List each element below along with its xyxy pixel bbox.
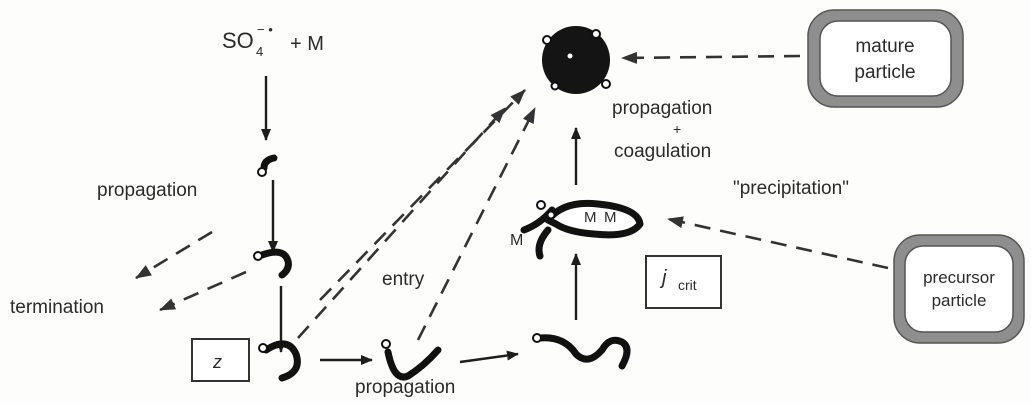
oligomer-chain-icon	[536, 334, 631, 370]
dashed-arrow-entry-3	[416, 107, 537, 341]
oligomer-chain-icon	[384, 346, 442, 381]
precursor-label-2: particle	[932, 291, 987, 310]
mature-label-2: particle	[854, 62, 915, 83]
m-left-label: M	[510, 232, 523, 249]
j-crit-box	[645, 255, 722, 309]
chain-end-icon	[257, 167, 267, 177]
propagation-coag-plus: +	[673, 121, 681, 137]
propagation-bottom-label: propagation	[355, 377, 455, 398]
reactant-superscript: − •	[257, 22, 273, 37]
precipitated-particle-icon	[520, 199, 644, 260]
precursor-particle-box: precursor particle	[893, 234, 1025, 344]
z-box	[191, 338, 250, 382]
reactant-plus-m: + M	[290, 33, 324, 55]
chain-end-icon	[258, 343, 268, 353]
dashed-arrow-precipitation	[667, 216, 889, 270]
chain-end-icon	[532, 333, 542, 343]
arrow-bottom-2	[459, 350, 519, 364]
reactant-subscript: 4	[256, 44, 263, 59]
reactant-label: SO 4 − • + M	[222, 22, 324, 59]
dashed-arrow-entry-2	[319, 89, 526, 301]
chain-end-icon	[381, 339, 391, 349]
precursor-label-1: precursor	[923, 268, 995, 287]
chain-end-icon	[536, 200, 546, 210]
termination-label: termination	[10, 297, 104, 318]
m-mid2-label: M	[604, 209, 617, 226]
j-crit-sub: crit	[678, 277, 697, 293]
reactant-text: SO	[222, 28, 254, 53]
oligomer-chain-icon	[260, 154, 278, 172]
precipitation-label: "precipitation"	[733, 178, 849, 199]
mature-label-1: mature	[855, 36, 914, 57]
propagation-left-label: propagation	[97, 180, 197, 201]
j-crit-j: j	[659, 267, 667, 289]
entry-label: entry	[382, 269, 425, 290]
propagation-coag-2: coagulation	[614, 141, 711, 162]
dashed-arrow-termination-2	[159, 270, 247, 312]
oligomer-chain-icon	[258, 248, 292, 279]
z-label: z	[212, 352, 222, 372]
propagation-coag-1: propagation	[612, 98, 712, 119]
mature-particle-box: mature particle	[807, 9, 964, 108]
mature-particle-icon	[542, 26, 611, 94]
chain-end-icon	[253, 251, 263, 261]
oligomer-chain-icon	[262, 340, 301, 382]
m-mid1-label: M	[584, 209, 597, 226]
dashed-arrow-mature	[621, 51, 801, 64]
dashed-arrow-termination-1	[135, 230, 213, 280]
